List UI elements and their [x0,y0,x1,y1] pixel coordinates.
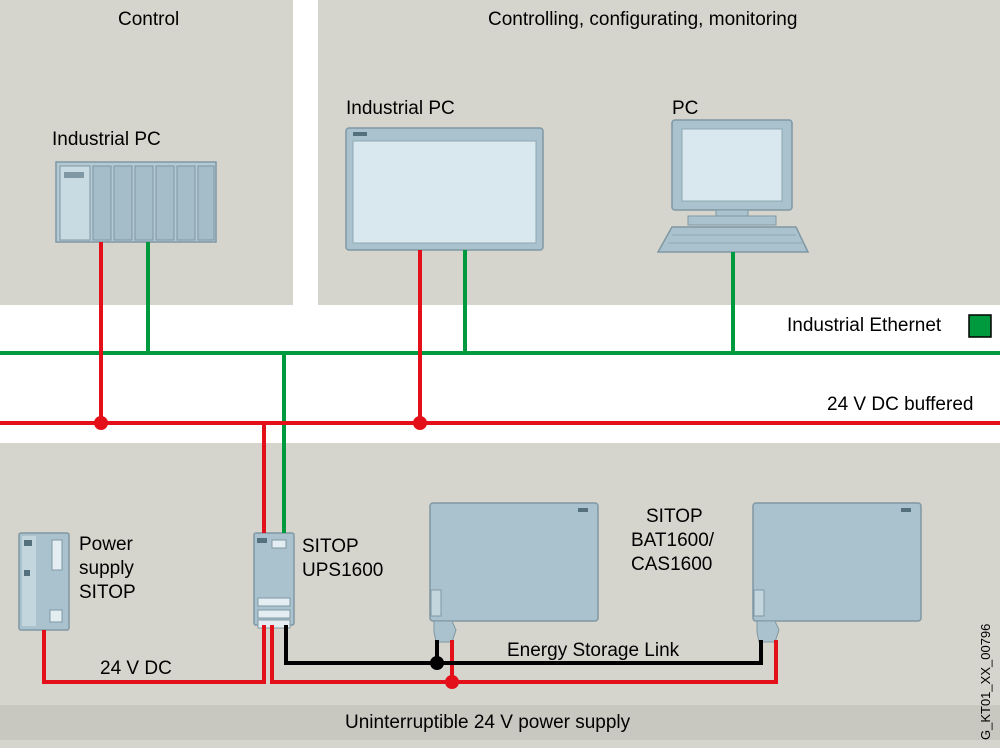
energy-storage-link-wiring [284,625,763,665]
power-wiring [0,242,1000,684]
pc-label: PC [672,98,699,119]
dc-buffered-label: 24 V DC buffered [827,394,974,415]
section-monitoring-title: Controlling, configurating, monitoring [488,9,798,30]
industrial-pc-panel-label: Industrial PC [346,98,455,119]
junction-dot [445,675,459,689]
power-supply-label-line1: Power [79,534,133,555]
battery-label-line2: BAT1600/ [631,530,715,551]
power-supply-label-line3: SITOP [79,582,136,603]
power-supply-label-line2: supply [79,558,134,579]
ups-label-line2: UPS1600 [302,560,384,581]
dc-label: 24 V DC [100,658,172,679]
document-id: G_KT01_XX_00796 [978,623,993,740]
pc-device [656,119,810,253]
battery-module-device [429,502,599,643]
power-supply-device [18,532,70,631]
ethernet-legend-square [968,314,992,338]
energy-storage-link-label: Energy Storage Link [507,640,680,661]
ethernet-wiring [0,242,1000,533]
battery-module-device [752,502,922,643]
junction-dot [413,416,427,430]
bottom-section-title: Uninterruptible 24 V power supply [345,712,631,733]
ups-label-line1: SITOP [302,536,359,557]
industrial-pc-panel-device [345,127,544,251]
bottom-band [0,705,1000,740]
ups1600-device [253,532,295,629]
battery-label-line3: CAS1600 [631,554,713,575]
junction-dot [430,656,444,670]
battery-label-line1: SITOP [646,506,703,527]
industrial-ethernet-label: Industrial Ethernet [787,315,942,336]
section-control-title: Control [118,9,180,30]
industrial-pc-rack-label: Industrial PC [52,129,161,150]
industrial-pc-rack-device [55,161,217,243]
junction-dot [94,416,108,430]
